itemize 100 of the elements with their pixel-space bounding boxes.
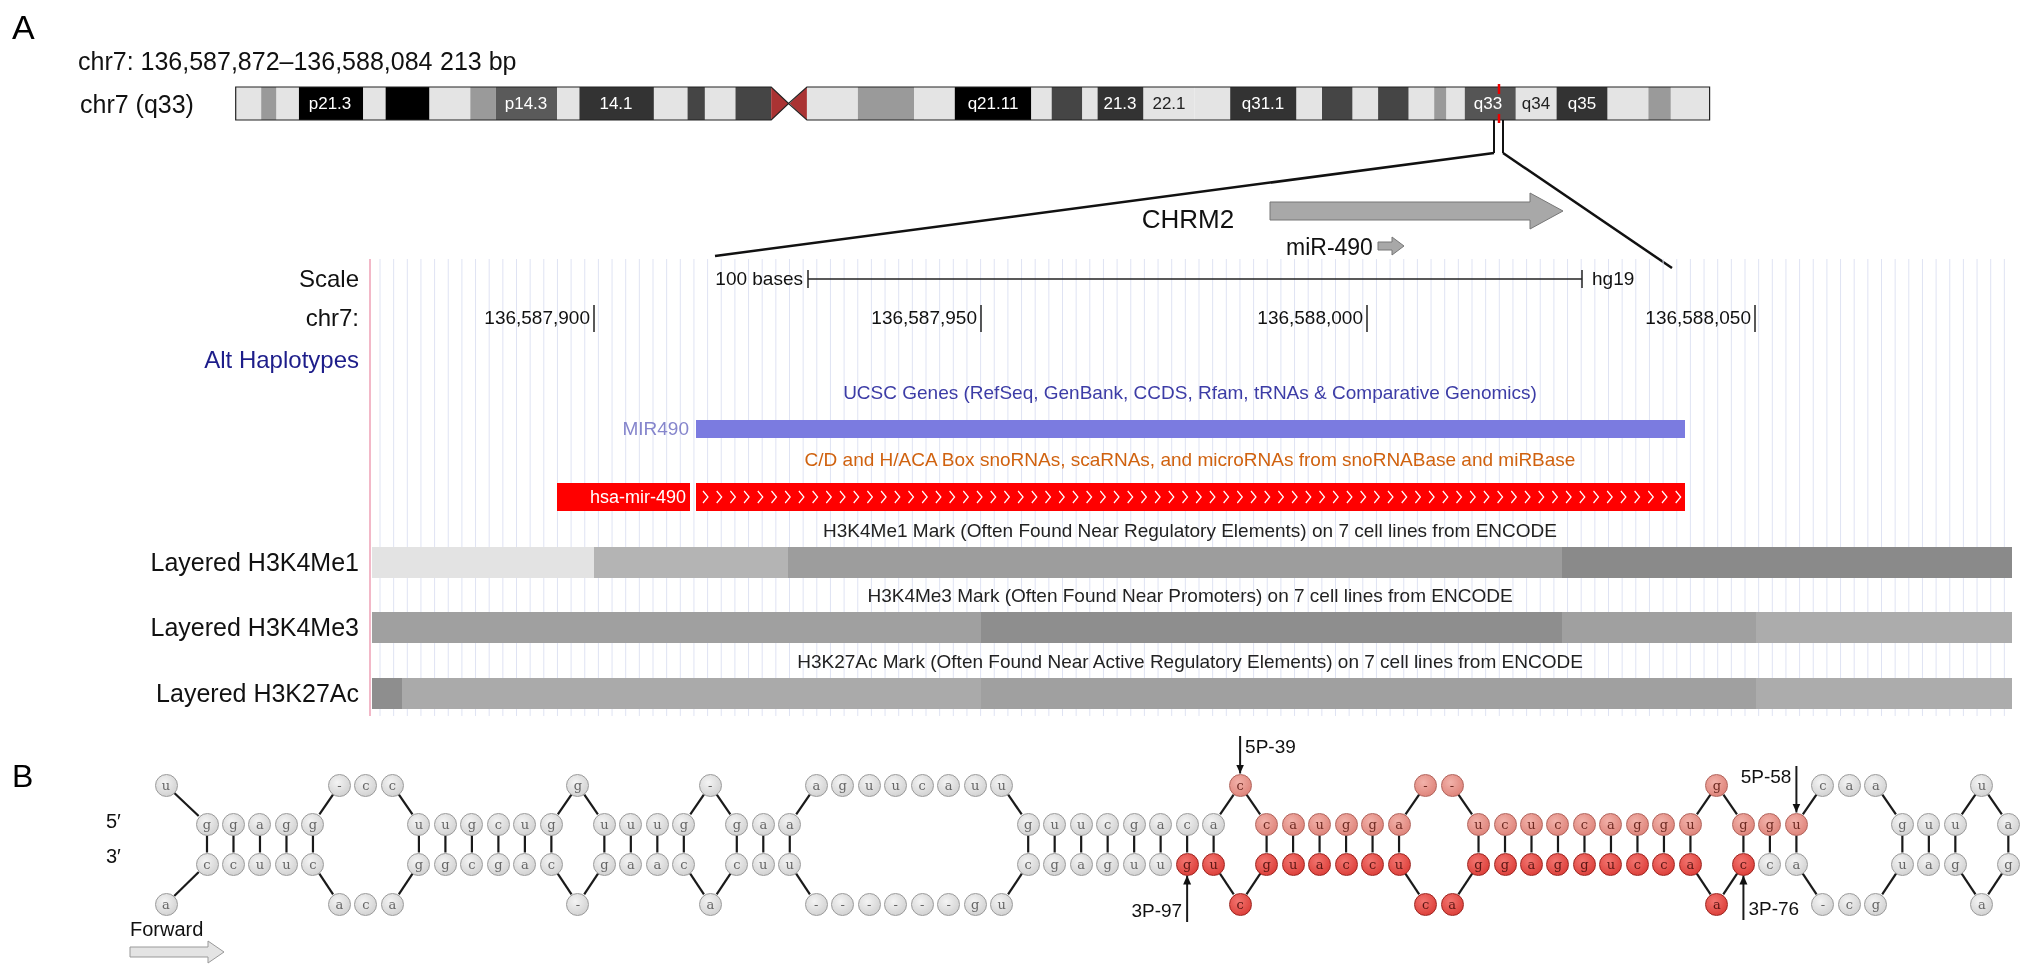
nucleotide-bead: a	[1308, 852, 1332, 876]
band-label: q34	[1521, 94, 1551, 114]
nucleotide-bead: g	[1731, 812, 1755, 836]
backbone-line	[1960, 873, 1977, 895]
base-pair-line	[1477, 835, 1480, 853]
nucleotide-bead: g	[460, 812, 484, 836]
nucleotide-bead: a	[619, 852, 643, 876]
callout-label: 5P-58	[1740, 766, 1797, 788]
base-pair-line	[1397, 835, 1401, 853]
nucleotide-bead: u	[990, 773, 1014, 797]
nucleotide-bead: -	[857, 892, 881, 916]
base-pair-line	[1159, 835, 1162, 853]
nucleotide-bead: g	[1546, 852, 1570, 876]
leader-arrow	[1236, 735, 1245, 775]
track-title: C/D and H/ACA Box snoRNAs, scaRNAs, and microRNAs from snoRNABase and miRBase	[804, 448, 1576, 471]
nucleotide-bead: g	[1175, 852, 1199, 876]
nucleotide-bead: g	[1493, 852, 1517, 876]
nucleotide-bead: c	[222, 852, 245, 876]
panel-letter: B	[12, 758, 34, 796]
leader-arrow	[1183, 874, 1192, 923]
nucleotide-bead: a	[1996, 812, 2020, 836]
nucleotide-bead: a	[380, 892, 404, 916]
nucleotide-bead: -	[1440, 773, 1464, 797]
nucleotide-bead: c	[1096, 812, 1120, 836]
nucleotide-bead: c	[354, 773, 378, 797]
nucleotide-bead: a	[1069, 852, 1093, 876]
nucleotide-bead: a	[248, 812, 272, 836]
track-title: H3K4Me1 Mark (Often Found Near Regulatory Elements) on 7 cell lines from ENCODE	[823, 519, 1557, 542]
track-label: Layered H3K27Ac	[156, 678, 359, 708]
band-label: 22.1	[1152, 94, 1186, 114]
panel-letter: A	[12, 8, 35, 48]
track-label: Alt Haplotypes	[204, 346, 359, 374]
nucleotide-bead: u	[619, 812, 643, 836]
nucleotide-bead: u	[513, 812, 537, 836]
nucleotide-bead: a	[1149, 812, 1173, 836]
nucleotide-bead: g	[831, 773, 855, 797]
nucleotide-bead: u	[1069, 812, 1093, 836]
gene-name: miR-490	[1286, 233, 1373, 261]
nucleotide-bead: u	[433, 812, 457, 836]
coordinate-label: 136,587,900	[484, 306, 590, 329]
nucleotide-bead: u	[1970, 773, 1994, 797]
base-pair-line	[1556, 835, 1560, 853]
nucleotide-bead: u	[154, 773, 178, 797]
backbone-line	[1722, 793, 1738, 816]
callout-label: 3P-76	[1743, 898, 1800, 920]
strand-end-label: 5′	[106, 810, 121, 834]
base-pair-line	[470, 835, 473, 853]
nucleotide-bead: a	[804, 773, 828, 797]
nucleotide-bead: g	[963, 892, 987, 916]
base-pair-line	[497, 835, 500, 853]
base-pair-line	[1530, 835, 1533, 853]
gene-label-box: hsa-mir-490	[557, 483, 690, 511]
base-pair-line	[205, 835, 209, 853]
nucleotide-bead: g	[222, 812, 245, 836]
nucleotide-bead: c	[1546, 812, 1570, 836]
base-pair-line	[1901, 835, 1904, 853]
callout-label: 5P-39	[1240, 736, 1296, 758]
nucleotide-bead: u	[407, 812, 431, 836]
band-label: p14.3	[504, 94, 548, 114]
nucleotide-bead: u	[645, 812, 669, 836]
nucleotide-bead: g	[1334, 812, 1358, 836]
nucleotide-bead: u	[1149, 852, 1173, 876]
backbone-line	[173, 792, 200, 817]
nucleotide-bead: a	[1784, 852, 1808, 876]
base-pair-line	[1133, 835, 1136, 853]
base-pair-line	[762, 835, 765, 853]
nucleotide-bead: a	[1970, 892, 1994, 916]
nucleotide-bead: c	[539, 852, 563, 876]
nucleotide-bead: u	[1917, 812, 1941, 836]
backbone-line	[1722, 873, 1738, 895]
nucleotide-bead: a	[154, 892, 178, 916]
nucleotide-bead: u	[990, 892, 1014, 916]
nucleotide-bead: c	[1016, 852, 1040, 876]
nucleotide-bead: g	[486, 852, 510, 876]
base-pair-line	[417, 835, 421, 853]
gene-bar-label: MIR490	[622, 417, 689, 440]
base-pair-line	[311, 835, 315, 853]
nucleotide-bead: u	[884, 773, 908, 797]
nucleotide-bead: u	[1122, 852, 1146, 876]
backbone-line	[795, 793, 811, 816]
base-pair-line	[1795, 835, 1798, 853]
backbone-line	[1960, 793, 1977, 816]
nucleotide-bead: c	[910, 773, 934, 797]
nucleotide-bead: g	[725, 812, 749, 836]
base-pair-line	[1053, 835, 1056, 853]
base-pair-line	[444, 835, 447, 853]
nucleotide-bead: c	[725, 852, 749, 876]
backbone-line	[556, 793, 573, 816]
nucleotide-bead: c	[1493, 812, 1517, 836]
nucleotide-bead: g	[1758, 812, 1782, 836]
nucleotide-bead: u	[248, 852, 272, 876]
base-pair-line	[523, 835, 526, 853]
nucleotide-bead: a	[778, 812, 802, 836]
base-pair-line	[1689, 835, 1692, 853]
backbone-line	[1007, 873, 1023, 895]
nucleotide-bead: u	[963, 773, 987, 797]
backbone-line	[1696, 793, 1712, 816]
nucleotide-bead: c	[460, 852, 484, 876]
nucleotide-bead: u	[1678, 812, 1702, 836]
backbone-line	[1695, 873, 1712, 895]
